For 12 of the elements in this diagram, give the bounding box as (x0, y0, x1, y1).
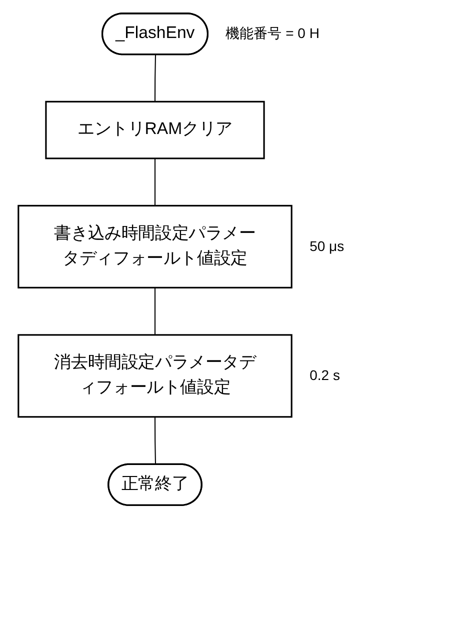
connector (154, 416, 156, 465)
annotation-text: 機能番号 = 0 H (226, 24, 320, 43)
process-box: 消去時間設定パラメータディフォールト値設定 (18, 334, 292, 418)
annotation-text: 50 μs (310, 238, 344, 254)
connector (154, 158, 156, 206)
terminal-box: _FlashEnv (102, 12, 208, 56)
connector (154, 54, 156, 102)
terminal-box: 正常終了 (108, 463, 202, 506)
process-box: 書き込み時間設定パラメータディフォールト値設定 (18, 204, 292, 288)
annotation-text: 0.2 s (310, 366, 340, 383)
process-box: エントリRAMクリア (45, 100, 265, 160)
connector (154, 288, 156, 335)
